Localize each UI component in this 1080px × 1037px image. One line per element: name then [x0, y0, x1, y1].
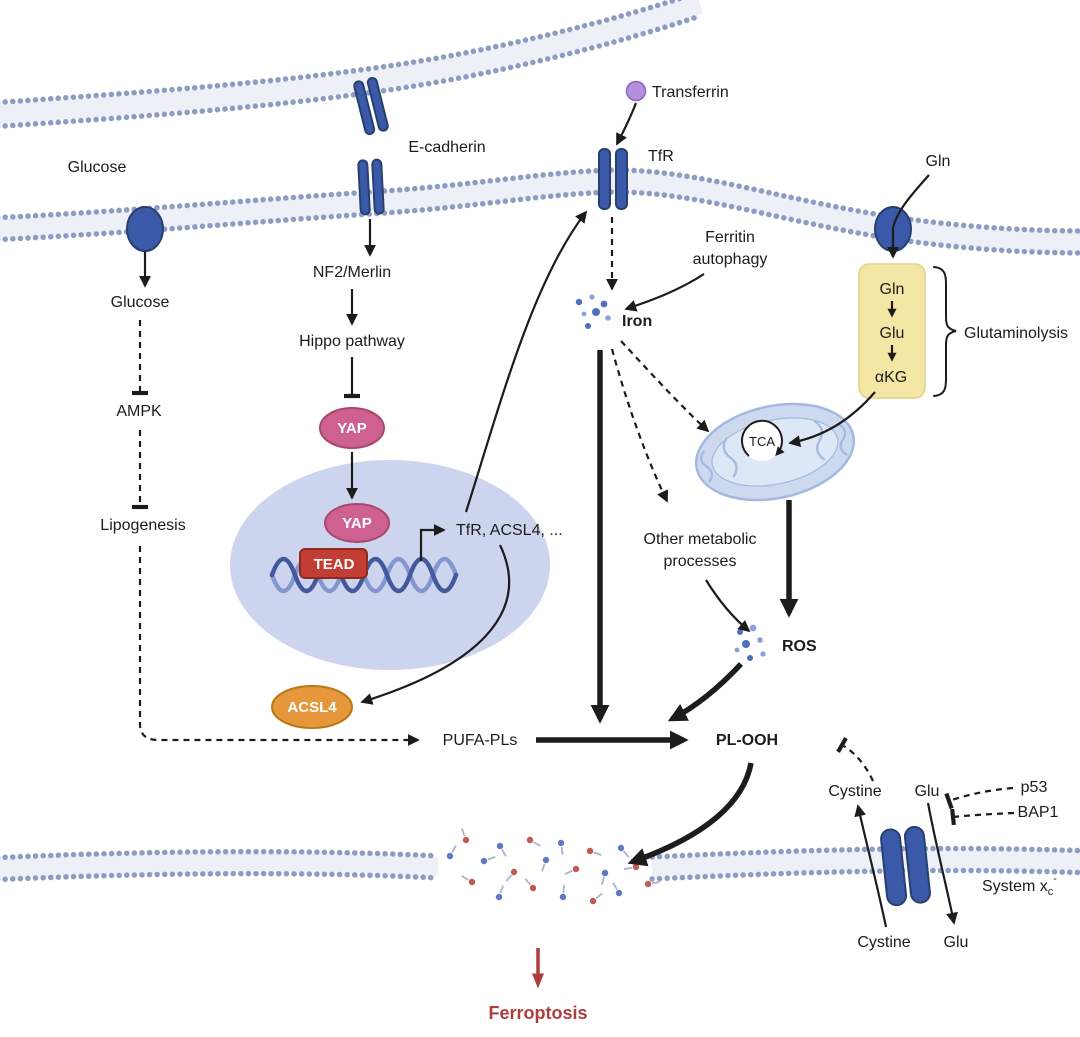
label-tfr: TfR [648, 148, 674, 165]
yap-protein-nucleus [324, 503, 390, 543]
acsl4-protein [271, 685, 353, 729]
label-pl-ooh: PL-OOH [716, 732, 778, 749]
plasma-membrane-bottom-left [0, 848, 441, 883]
arrow-glu-export [926, 802, 958, 925]
arrow-lipogenesis-to-pufa [138, 546, 420, 746]
label-system-xc: System xc- [982, 873, 1057, 898]
inhibition-p53-to-systemxc [944, 786, 1014, 810]
label-glu-intracellular: Glu [915, 783, 940, 800]
label-glutaminolysis: Glutaminolysis [964, 325, 1068, 342]
arrow-cystine-import [854, 804, 888, 928]
label-tead: TEAD [314, 556, 355, 573]
transferrin-icon [625, 80, 647, 102]
glutaminolysis-box [858, 263, 926, 399]
label-ferroptosis: Ferroptosis [488, 1003, 587, 1023]
label-glucose-extracellular: Glucose [68, 159, 127, 176]
arrow-iron-to-tca [620, 340, 710, 433]
label-nf2-merlin: NF2/Merlin [313, 264, 391, 281]
inhibition-systemxc-to-plooh [836, 737, 874, 782]
neighbor-cell-membrane [0, 0, 704, 130]
label-yap-cytoplasm: YAP [337, 420, 366, 437]
label-ros: ROS [782, 638, 817, 655]
label-ampk: AMPK [116, 403, 162, 420]
plasma-membrane-bottom-right [649, 845, 1080, 882]
arrow-targetgenes-to-acsl4 [360, 544, 511, 705]
damaged-membrane-fragments [446, 828, 660, 905]
label-glucose-intracellular: Glucose [111, 294, 170, 311]
glutaminolysis-bracket [933, 266, 957, 397]
system-xc-transporter-icon [880, 825, 931, 907]
label-iron: Iron [622, 313, 652, 330]
arrow-othermetabolic-to-ros [705, 579, 751, 633]
label-glu: Glu [880, 325, 905, 342]
label-gln-extracellular: Gln [926, 153, 951, 170]
yap-protein-cytoplasm [319, 407, 385, 449]
label-ferritin-autophagy-line2: autophagy [693, 251, 768, 268]
label-glu-extracellular: Glu [944, 934, 969, 951]
arrow-targetgenes-to-tfr [464, 210, 588, 513]
label-p53: p53 [1021, 779, 1048, 796]
tead-protein [299, 548, 368, 579]
arrow-ros-to-peroxidation [667, 662, 744, 722]
e-cadherin-protein-upper [353, 76, 389, 136]
label-other-metabolic-line1: Other metabolic [644, 531, 757, 548]
label-akg: αKG [875, 369, 907, 386]
ros-particles-icon [734, 624, 766, 661]
e-cadherin-protein-lower [357, 158, 385, 216]
label-target-genes: TfR, ACSL4, ... [456, 522, 563, 539]
label-other-metabolic-line2: processes [664, 553, 737, 570]
iron-particles-icon [575, 294, 611, 329]
tca-cycle-icon [741, 419, 785, 461]
label-bap1: BAP1 [1018, 804, 1059, 821]
glucose-transporter-icon [126, 206, 164, 252]
label-acsl4: ACSL4 [287, 699, 337, 716]
transcription-arrow-icon [419, 524, 446, 561]
arrow-akg-to-tca [788, 391, 876, 448]
arrow-gln-import [887, 174, 930, 259]
label-gln: Gln [880, 281, 905, 298]
label-e-cadherin: E-cadherin [408, 139, 485, 156]
label-ferritin-autophagy-line1: Ferritin [705, 229, 755, 246]
arrow-iron-to-othermetabolic [610, 348, 668, 503]
label-lipogenesis: Lipogenesis [100, 517, 185, 534]
label-yap-nucleus: YAP [342, 515, 371, 532]
label-cystine-intracellular: Cystine [828, 783, 881, 800]
label-tca: TCA [749, 434, 775, 449]
mitochondria-icon [694, 402, 856, 502]
arrow-ferritin-autophagy-to-iron [624, 273, 705, 312]
arrow-transferrin-to-tfr [616, 102, 638, 146]
label-hippo-pathway: Hippo pathway [299, 333, 405, 350]
label-cystine-extracellular: Cystine [857, 934, 910, 951]
plasma-membrane-top [0, 167, 1080, 256]
arrow-plooh-to-membrane-damage [627, 762, 754, 867]
tfr-receptor-icon [598, 148, 628, 210]
inhibition-bap1-to-systemxc [950, 808, 1015, 826]
label-pufa-pls: PUFA-PLs [443, 732, 518, 749]
label-transferrin: Transferrin [652, 84, 729, 101]
